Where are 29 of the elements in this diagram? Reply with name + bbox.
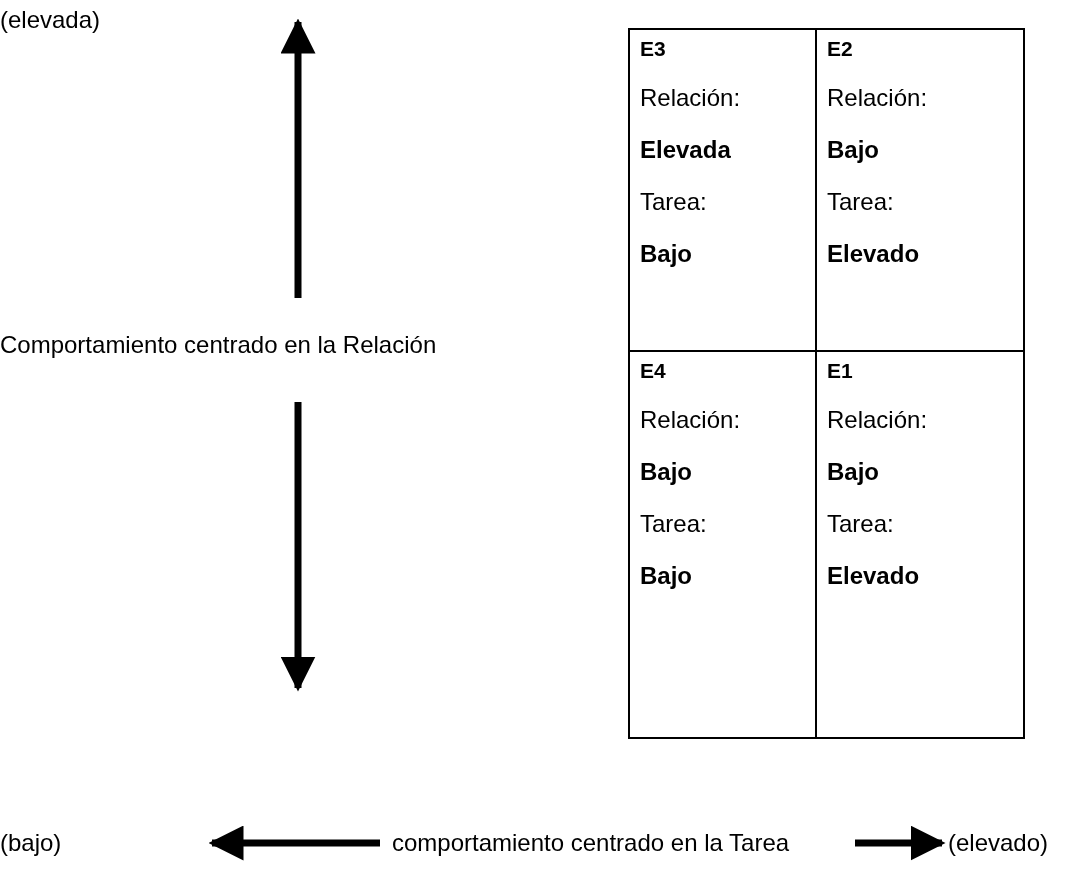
rating-value: Elevado bbox=[827, 242, 920, 266]
quadrant-heading: E4 bbox=[640, 360, 666, 381]
field-label: Tarea: bbox=[827, 512, 894, 536]
axis-label: comportamiento centrado en la Tarea bbox=[392, 829, 790, 857]
quadrant-cell bbox=[628, 28, 817, 352]
axis-label: (elevado) bbox=[948, 829, 1049, 857]
rating-value: Bajo bbox=[827, 138, 879, 162]
rating-value: Bajo bbox=[640, 564, 692, 588]
rating-value: Bajo bbox=[640, 460, 692, 484]
field-label: Relación: bbox=[640, 408, 741, 432]
field-label: Relación: bbox=[640, 86, 741, 110]
field-label: Tarea: bbox=[827, 190, 894, 214]
quadrant-heading: E1 bbox=[827, 360, 853, 381]
quadrant-heading: E3 bbox=[640, 38, 666, 59]
field-label: Relación: bbox=[827, 408, 928, 432]
axis-label: (bajo) bbox=[0, 829, 62, 857]
rating-value: Bajo bbox=[640, 242, 692, 266]
axis-label: (elevada) bbox=[0, 6, 101, 34]
quadrant-cell bbox=[815, 350, 1025, 739]
rating-value: Elevada bbox=[640, 138, 731, 162]
axis-label: Comportamiento centrado en la Relación bbox=[0, 331, 437, 359]
quadrant-cell bbox=[628, 350, 817, 739]
quadrant-cell bbox=[815, 28, 1025, 352]
rating-value: Bajo bbox=[827, 460, 879, 484]
field-label: Relación: bbox=[827, 86, 928, 110]
field-label: Tarea: bbox=[640, 512, 707, 536]
quadrant-heading: E2 bbox=[827, 38, 853, 59]
field-label: Tarea: bbox=[640, 190, 707, 214]
rating-value: Elevado bbox=[827, 564, 920, 588]
